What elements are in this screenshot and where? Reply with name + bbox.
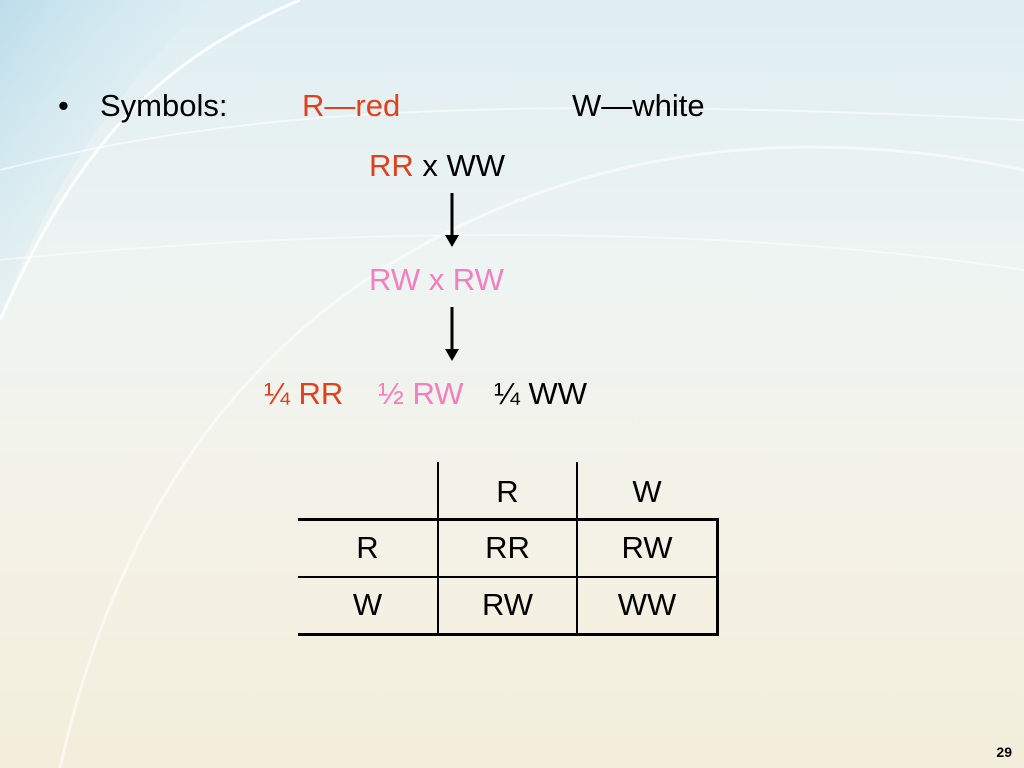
symbol-red: R—red bbox=[302, 88, 401, 123]
parent-cross-rest: x WW bbox=[413, 148, 506, 183]
punnett-cell: RR bbox=[485, 530, 530, 565]
ratio-rr-genotype: RR bbox=[298, 376, 344, 411]
ratio-rr-fraction: ¼ bbox=[264, 376, 290, 411]
punnett-cell: RW bbox=[481, 587, 534, 622]
ratio-ww-genotype: WW bbox=[528, 376, 588, 411]
punnett-col-header: W bbox=[632, 474, 662, 509]
punnett-cell: WW bbox=[617, 587, 677, 622]
punnett-row-header: R bbox=[356, 530, 379, 565]
ratio-ww-fraction: ¼ bbox=[494, 376, 520, 411]
parent-cross: RR x WW bbox=[369, 148, 505, 184]
down-arrow-icon bbox=[445, 193, 459, 247]
symbols-label: Symbols: bbox=[100, 88, 228, 123]
punnett-row-header: W bbox=[352, 587, 383, 622]
punnett-col-header: R bbox=[496, 474, 519, 509]
f1-cross: RW x RW bbox=[369, 262, 504, 297]
down-arrow-icon bbox=[445, 307, 459, 361]
symbol-white: W—white bbox=[572, 88, 705, 123]
slide-number: 29 bbox=[996, 744, 1012, 760]
punnett-divider bbox=[298, 576, 719, 578]
punnett-divider bbox=[298, 633, 719, 636]
punnett-divider bbox=[576, 462, 578, 634]
punnett-divider bbox=[437, 462, 439, 634]
ratio-rw-fraction: ½ bbox=[378, 376, 404, 411]
symbols-line: • Symbols: R—red W—white bbox=[58, 88, 705, 124]
punnett-divider bbox=[298, 518, 719, 521]
punnett-cell: RW bbox=[621, 530, 673, 565]
ratio-rw-genotype: RW bbox=[412, 376, 464, 411]
bullet: • bbox=[58, 88, 69, 123]
parent-cross-left: RR bbox=[369, 148, 414, 183]
ratio-line: ¼ RR ½ RW ¼ WW bbox=[264, 376, 587, 412]
ratio-ww: ¼ WW bbox=[494, 376, 587, 412]
ratio-rw: ½ RW bbox=[378, 376, 464, 412]
ratio-rr: ¼ RR bbox=[264, 376, 343, 411]
